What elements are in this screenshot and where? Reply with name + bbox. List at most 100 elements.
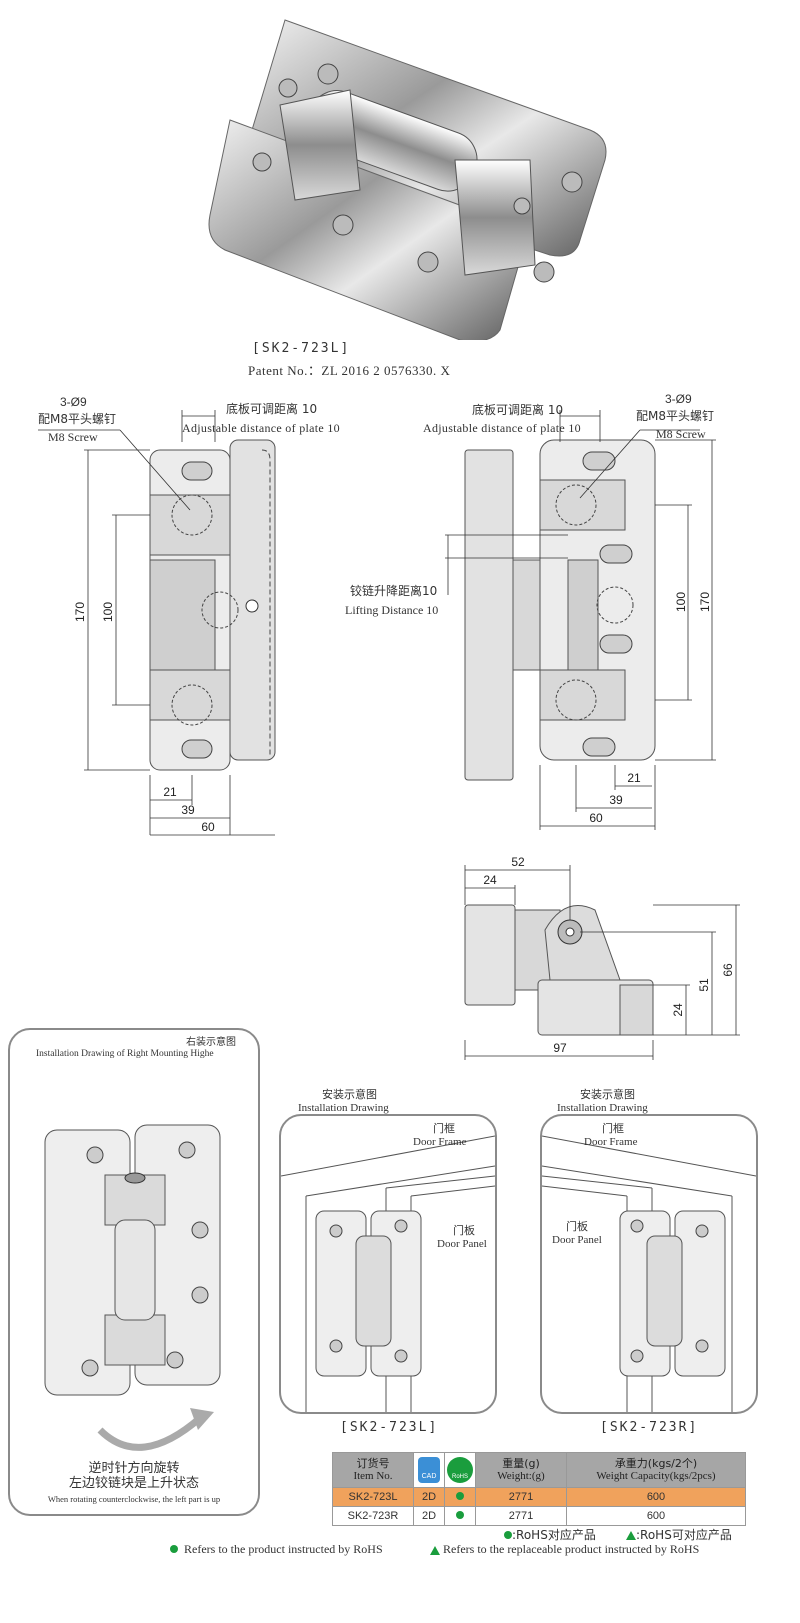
rohs-triangle-icon (626, 1531, 636, 1540)
install-left-caption: [SK2-723L] (340, 1420, 439, 1435)
row-rohs (444, 1487, 476, 1507)
legend-rohs-en-text: Refers to the product instructed by RoHS (184, 1542, 383, 1556)
side-dim-24-side: 24 (671, 1003, 685, 1017)
install-right-panel-cn: 门板 (566, 1220, 588, 1233)
legend-rohs-replace-cn-text: :RoHS可对应产品 (636, 1528, 732, 1542)
right-dim-170: 170 (698, 592, 712, 612)
header-item-en: Item No. (353, 1470, 393, 1482)
install-left-panel-cn: 门板 (453, 1224, 475, 1237)
right-elevation-drawing: 100 170 21 39 60 (445, 410, 716, 830)
table-row: SK2-723L 2D 2771 600 (332, 1487, 746, 1507)
rohs-badge-icon: RoHS (447, 1457, 473, 1483)
rohs-dot-icon (170, 1545, 178, 1553)
install-right-panel-en: Door Panel (552, 1234, 602, 1246)
right-mount-title-en: Installation Drawing of Right Mounting H… (36, 1049, 214, 1059)
left-dim-170: 170 (73, 602, 87, 622)
install-right-frame-cn: 门框 (602, 1122, 624, 1135)
row-weight: 2771 (475, 1506, 567, 1526)
header-weight-cn: 重量(g) (502, 1457, 540, 1470)
spec-table: 订货号 Item No. CAD RoHS 重量(g) Weight:(g) 承… (332, 1452, 746, 1526)
left-screw-qty: 3-Ø9 (60, 395, 87, 409)
legend-rohs-en: Refers to the product instructed by RoHS (170, 1542, 383, 1557)
rotate-note-cn-1: 逆时针方向旋转 (88, 1461, 180, 1476)
install-left-frame-en: Door Frame (413, 1136, 467, 1148)
side-dim-97: 97 (553, 1041, 567, 1055)
install-left-panel-en: Door Panel (437, 1238, 487, 1250)
install-left-title-en: Installation Drawing (298, 1102, 389, 1114)
legend-rohs-replace-cn: :RoHS可对应产品 (626, 1526, 732, 1543)
right-dim-100: 100 (674, 592, 688, 612)
rohs-triangle-icon (430, 1545, 440, 1555)
row-cad: 2D (413, 1506, 445, 1526)
right-mount-title-cn: 右装示意图 (186, 1037, 236, 1048)
rotate-note-cn-2: 左边铰链块是上升状态 (68, 1476, 199, 1491)
install-right-scene (542, 1135, 756, 1412)
row-cad: 2D (413, 1487, 445, 1507)
cad-badge-icon: CAD (418, 1457, 440, 1483)
lift-distance-cn: 铰链升降距离10 (350, 584, 438, 598)
left-screw-cn: 配M8平头螺钉 (38, 412, 116, 426)
product-photo (208, 19, 607, 340)
header-cad: CAD (413, 1452, 445, 1488)
legend-rohs-replace-en: Refers to the replaceable product instru… (430, 1542, 699, 1557)
install-left-panel: 门框 Door Frame 门板 Door Panel (279, 1114, 497, 1414)
left-dim-39: 39 (181, 803, 195, 817)
header-item-cn: 订货号 (356, 1457, 390, 1470)
side-dim-24-top: 24 (483, 873, 497, 887)
install-right-frame-en: Door Frame (584, 1136, 638, 1148)
rohs-dot-icon (456, 1511, 464, 1519)
header-rohs: RoHS (444, 1452, 476, 1488)
row-item: SK2-723R (332, 1506, 414, 1526)
right-adjust-en: Adjustable distance of plate 10 (423, 421, 581, 435)
side-dim-66: 66 (721, 963, 735, 977)
right-screw-en: M8 Screw (656, 427, 706, 441)
rotate-arrow-icon (97, 1408, 214, 1451)
right-mount-panel: 右装示意图 Installation Drawing of Right Moun… (8, 1028, 260, 1516)
side-dim-52: 52 (511, 855, 525, 869)
table-row: SK2-723R 2D 2771 600 (332, 1506, 746, 1526)
rotate-note-en: When rotating counterclockwise, the left… (47, 1494, 221, 1504)
install-left-scene (281, 1135, 495, 1412)
left-screw-en: M8 Screw (48, 430, 98, 444)
install-left-frame-cn: 门框 (433, 1122, 455, 1135)
product-model: [SK2-723L] (252, 341, 351, 356)
rohs-dot-icon (456, 1492, 464, 1500)
left-adjust-en: Adjustable distance of plate 10 (182, 421, 340, 435)
legend-rohs-cn: :RoHS对应产品 (504, 1526, 596, 1543)
side-dim-51: 51 (697, 978, 711, 992)
header-weight-en: Weight:(g) (497, 1470, 545, 1482)
row-item: SK2-723L (332, 1487, 414, 1507)
patent-number: Patent No.：ZL 2016 2 0576330. X (248, 363, 451, 378)
install-right-panel: 门框 Door Frame 门板 Door Panel (540, 1114, 758, 1414)
left-elevation-drawing: 170 100 21 39 60 (38, 410, 276, 836)
install-right-title-cn: 安装示意图 (580, 1088, 635, 1101)
row-capacity: 600 (566, 1506, 746, 1526)
right-dim-21: 21 (627, 771, 641, 785)
lift-distance-en: Lifting Distance 10 (345, 603, 439, 617)
side-view-drawing: 52 24 66 51 24 97 (464, 855, 740, 1060)
install-right-caption: [SK2-723R] (600, 1420, 699, 1435)
rohs-dot-icon (504, 1531, 512, 1539)
left-dim-21: 21 (163, 785, 177, 799)
row-rohs (444, 1506, 476, 1526)
install-right-title-en: Installation Drawing (557, 1102, 648, 1114)
header-weight: 重量(g) Weight:(g) (475, 1452, 567, 1488)
right-dim-39: 39 (609, 793, 623, 807)
install-left-title-cn: 安装示意图 (322, 1088, 377, 1101)
left-adjust-cn: 底板可调距离 10 (226, 402, 318, 416)
row-weight: 2771 (475, 1487, 567, 1507)
right-screw-qty: 3-Ø9 (665, 392, 692, 406)
left-dim-100: 100 (101, 602, 115, 622)
right-adjust-cn: 底板可调距离 10 (472, 403, 564, 417)
header-capacity: 承重力(kgs/2个) Weight Capacity(kgs/2pcs) (566, 1452, 746, 1488)
right-dim-60: 60 (589, 811, 603, 825)
header-item: 订货号 Item No. (332, 1452, 414, 1488)
legend-rohs-cn-text: :RoHS对应产品 (512, 1528, 596, 1542)
legend-rohs-replace-en-text: Refers to the replaceable product instru… (443, 1542, 700, 1556)
header-capacity-cn: 承重力(kgs/2个) (614, 1457, 698, 1470)
right-screw-cn: 配M8平头螺钉 (636, 409, 714, 423)
right-mount-hinge-illustration (44, 1124, 221, 1396)
header-capacity-en: Weight Capacity(kgs/2pcs) (596, 1470, 716, 1482)
left-dim-60: 60 (201, 820, 215, 834)
row-capacity: 600 (566, 1487, 746, 1507)
